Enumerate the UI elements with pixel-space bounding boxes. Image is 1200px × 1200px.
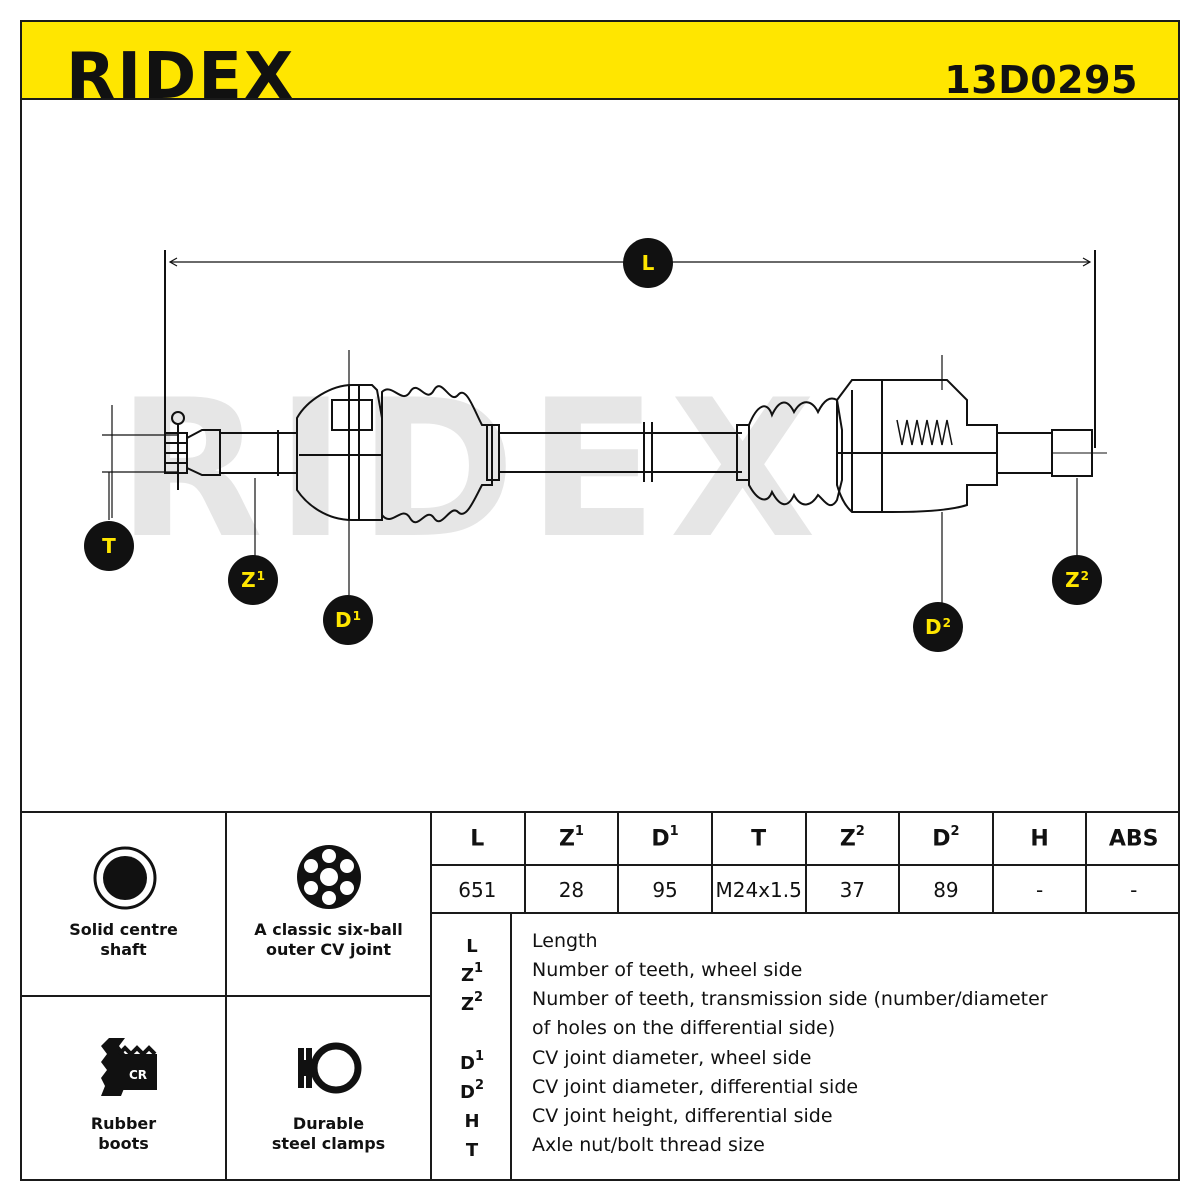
steel-clamp-icon xyxy=(298,1042,362,1094)
divider-features-mid xyxy=(225,813,227,1181)
divider-drawing xyxy=(20,811,1180,813)
legend-key: H xyxy=(464,1111,480,1132)
legend-text: CV joint diameter, wheel side xyxy=(532,1047,812,1069)
spec-header: H xyxy=(991,813,1087,866)
outer-boot xyxy=(381,385,493,524)
spec-header: Z1 xyxy=(523,813,619,866)
brand-text: RIDEX xyxy=(66,40,295,108)
part-number: 13D0295 xyxy=(944,58,1138,102)
transmission-spline xyxy=(996,432,1053,474)
legend-text: Number of teeth, wheel side xyxy=(532,959,803,981)
spec-header: D1 xyxy=(617,813,712,866)
spec-value-l: 651 xyxy=(458,877,497,902)
legend-row: H CV joint height, differential side xyxy=(432,1102,1178,1132)
inner-cv-joint xyxy=(836,379,998,513)
legend-text: CV joint diameter, differential side xyxy=(532,1076,859,1098)
legend-text: CV joint height, differential side xyxy=(532,1105,833,1127)
legend-text: Axle nut/bolt thread size xyxy=(532,1134,765,1156)
legend-key: Z1 xyxy=(460,961,484,986)
legend-row: D2 CV joint diameter, differential side xyxy=(432,1073,1178,1103)
divider-features-table xyxy=(430,813,432,1181)
spec-header-row: L Z1 D1 T Z2 D2 H ABS xyxy=(431,813,1180,866)
spec-value-z2: 37 xyxy=(804,865,900,913)
marker-t: T xyxy=(84,521,134,571)
legend-row: L Length xyxy=(432,927,1178,957)
watermark: RIDEX xyxy=(117,359,828,580)
legend-key: L xyxy=(466,936,478,957)
legend-key: D1 xyxy=(460,1049,484,1074)
legend-row: Z1 Number of teeth, wheel side xyxy=(432,956,1178,986)
spec-value-row: 651 28 95 M24x1.5 37 89 - - xyxy=(431,865,1180,913)
solid-shaft-icon xyxy=(93,846,157,910)
divider-table-legend xyxy=(431,912,1180,914)
spec-table: L Z1 D1 T Z2 D2 H ABS 651 28 95 M24x1.5 … xyxy=(431,813,1180,913)
ridex-logo: RIDEX xyxy=(66,40,295,108)
legend-row: D1 CV joint diameter, wheel side xyxy=(432,1044,1178,1074)
driveshaft-drawing: RIDEX xyxy=(102,250,1107,605)
divider-legend-keys xyxy=(510,913,512,1181)
spec-header: ABS xyxy=(1085,813,1180,866)
spec-header: Z2 xyxy=(804,813,900,866)
divider-features-row xyxy=(20,995,431,997)
spec-value-z1: 28 xyxy=(523,865,619,913)
spec-header: T xyxy=(710,813,806,866)
spec-header: L xyxy=(431,813,525,866)
spec-value-t: M24x1.5 xyxy=(710,865,806,913)
legend-text: Length xyxy=(532,930,598,952)
boot-clamp xyxy=(486,424,500,481)
spec-value-d2: 89 xyxy=(898,865,993,913)
svg-text:CR: CR xyxy=(129,1068,147,1082)
legend-text: Number of teeth, transmission side (numb… xyxy=(532,988,1048,1010)
header-bar: RIDEX 13D0295 xyxy=(20,20,1180,108)
inner-boot xyxy=(748,397,843,507)
spring xyxy=(896,419,953,446)
legend-row: Z2 Number of teeth, transmission side (n… xyxy=(432,985,1178,1015)
spec-value-h: - xyxy=(991,865,1087,913)
six-ball-joint-icon xyxy=(297,845,361,909)
legend-row: T Axle nut/bolt thread size xyxy=(432,1131,1178,1161)
legend-key: T xyxy=(465,1140,479,1161)
legend-text: of holes on the differential side) xyxy=(532,1017,836,1039)
legend-row: of holes on the differential side) xyxy=(432,1014,1178,1043)
legend-key: D2 xyxy=(460,1078,484,1103)
stub-collar xyxy=(186,429,221,476)
spec-value-d1: 95 xyxy=(617,865,712,913)
marker-l: L xyxy=(623,238,673,288)
spec-value-abs: - xyxy=(1085,865,1180,913)
legend-key: Z2 xyxy=(460,990,484,1015)
spec-header: D2 xyxy=(898,813,993,866)
rubber-boot-icon: CR xyxy=(101,1038,157,1096)
